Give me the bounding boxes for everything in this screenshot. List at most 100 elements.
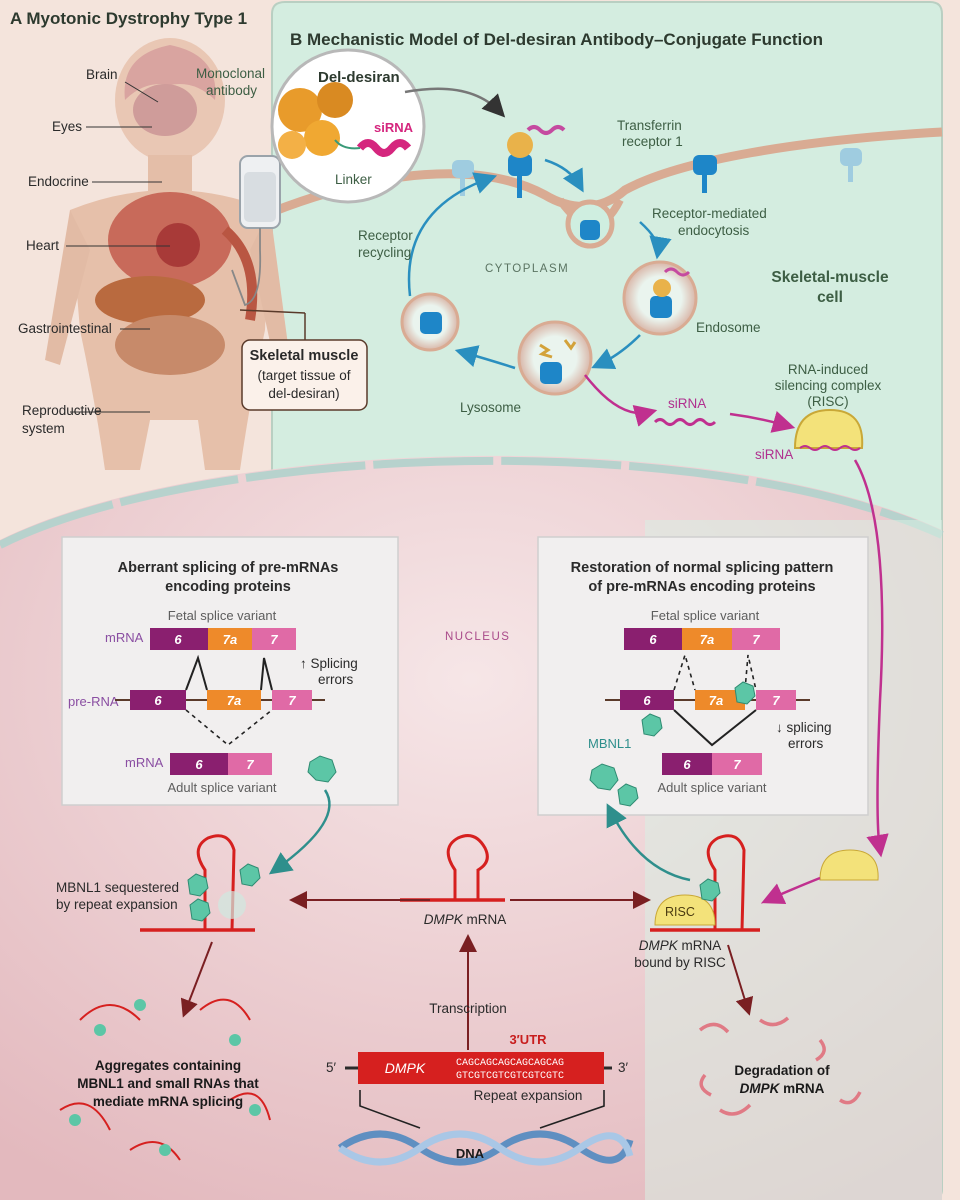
risc-label-2: silencing complex <box>775 378 882 393</box>
restoration-title-2: of pre-mRNAs encoding proteins <box>588 579 815 595</box>
right-fetal-exon7-label: 7 <box>752 632 760 647</box>
right-errors-label-1: ↓ splicing <box>776 720 832 735</box>
del-desiran-inset <box>270 48 426 204</box>
transferrin-receptor-icon <box>452 132 862 198</box>
left-mbnl1-protein <box>307 755 337 783</box>
dmpk-bound-label-2: bound by RISC <box>634 955 726 970</box>
endocytosis-label-1: Receptor-mediated <box>652 206 767 221</box>
dmpk-gene-box <box>358 1052 604 1084</box>
left-pre-exon7a-label: 7a <box>227 693 241 708</box>
left-fetal-label: Fetal splice variant <box>168 608 277 623</box>
left-fetal-exon7a <box>208 628 252 650</box>
nucleus-label: NUCLEUS <box>445 631 510 643</box>
receptor-sirna <box>526 125 566 135</box>
human-figure <box>45 38 290 470</box>
arrow-recycling <box>407 172 498 297</box>
right-pre-exon7-label: 7 <box>772 693 780 708</box>
dna-helix <box>337 1130 634 1166</box>
label-reproductive: Reproductive <box>22 403 102 418</box>
endosome-receptor <box>650 296 672 318</box>
right-fetal-label: Fetal splice variant <box>651 608 760 623</box>
arrow-mbnl1-to-hairpin <box>268 789 331 875</box>
label-eyes: Eyes <box>52 119 82 134</box>
left-fetal-exon6 <box>150 628 208 650</box>
callout-line3: del-desiran) <box>268 386 339 401</box>
lysosome <box>517 320 593 396</box>
recycling-receptor <box>420 312 442 334</box>
arrow-to-lysosome <box>591 334 641 370</box>
right-adult-exon7 <box>712 753 762 775</box>
callout-line2: (target tissue of <box>257 368 350 383</box>
recycling-label-1: Receptor <box>358 228 413 243</box>
left-errors-label-1: ↑ Splicing <box>300 656 358 671</box>
free-sirna <box>653 418 717 426</box>
label-reproductive-system: system <box>22 421 65 436</box>
left-pre-exon7 <box>272 690 312 710</box>
cytoplasm-label: CYTOPLASM <box>485 263 569 275</box>
arrow-risc-into-nucleus <box>853 459 889 858</box>
right-mbnl1-label: MBNL1 <box>588 736 631 751</box>
left-adult-exon6 <box>170 753 228 775</box>
right-fetal-exon6 <box>624 628 682 650</box>
right-pre-exon6-label: 6 <box>643 693 651 708</box>
repeat-seq-top: CAGCAGCAGCAGCAGCAG <box>456 1058 564 1069</box>
nuclear-risc <box>819 849 879 881</box>
right-adult-exon7-label: 7 <box>733 757 741 772</box>
right-pre-exon7a <box>695 690 745 710</box>
three-prime-label: 3′ <box>618 1060 629 1075</box>
left-mrna-label: mRNA <box>105 630 144 645</box>
left-prerna-label: pre-RNA <box>68 694 119 709</box>
linker-icon <box>334 139 361 150</box>
sequestered-label-2: by repeat expansion <box>56 897 178 912</box>
sirna-icon <box>356 139 412 157</box>
arrow-to-degradation <box>727 944 754 1016</box>
arrow-to-endosome <box>639 221 672 260</box>
dmpk-bound-label-1: DMPK mRNA <box>639 938 722 953</box>
right-bound-mbnl1 <box>734 681 756 705</box>
monoclonal-label-2: antibody <box>206 83 257 98</box>
degradation-label-2: DMPK mRNA <box>740 1081 825 1096</box>
left-pre-exon6-label: 6 <box>154 693 162 708</box>
right-adult-exon6 <box>662 753 712 775</box>
vesicle-receptor <box>580 220 600 240</box>
left-pre-exon7a <box>207 690 261 710</box>
utr-label: 3′UTR <box>509 1032 547 1047</box>
arrow-mbnl1-release <box>606 803 691 882</box>
lysosome-debris <box>538 339 577 359</box>
arrow-to-receptor <box>404 87 506 118</box>
risc-on-hairpin-label: RISC <box>665 905 695 919</box>
arrow-sirna-release <box>584 374 658 427</box>
iv-bag <box>231 155 281 307</box>
risc-label-1: RNA-induced <box>788 362 868 377</box>
left-adult-label: Adult splice variant <box>167 780 276 795</box>
left-mrna2-label: mRNA <box>125 755 164 770</box>
aggregates-label-1: Aggregates containing <box>95 1058 241 1073</box>
right-free-mbnl1 <box>641 713 663 737</box>
right-pre-exon6 <box>620 690 674 710</box>
aggregates-icon <box>59 998 271 1161</box>
dmpk-gene-label: DMPK <box>385 1060 426 1076</box>
gene-bracket <box>359 1090 605 1129</box>
aberrant-title-1: Aberrant splicing of pre-mRNAs <box>118 560 339 576</box>
recycling-label-2: recycling <box>358 245 411 260</box>
risc-bound-sirna <box>799 445 861 451</box>
left-adult-exon7-label: 7 <box>246 757 254 772</box>
antibody-icon <box>278 82 353 159</box>
repeat-expansion-label: Repeat expansion <box>474 1088 583 1103</box>
arrow-to-invagination <box>544 158 584 193</box>
tfr-label-2: receptor 1 <box>622 134 683 149</box>
nuclear-envelope <box>0 456 944 549</box>
left-fetal-exon7 <box>252 628 296 650</box>
left-pre-exon6 <box>130 690 186 710</box>
right-pre-exon7 <box>756 690 796 710</box>
tfr-label-1: Transferrin <box>617 118 682 133</box>
endocytosis-label-2: endocytosis <box>678 223 750 238</box>
released-mbnl1-a <box>589 763 619 791</box>
left-pre-exon7-label: 7 <box>288 693 296 708</box>
right-pre-exon7a-label: 7a <box>709 693 723 708</box>
left-splice-solid <box>185 654 273 691</box>
arrow-to-risc <box>729 411 796 433</box>
right-fetal-exon6-label: 6 <box>649 632 657 647</box>
left-splice-dashed <box>185 709 273 747</box>
lysosome-receptor <box>540 362 562 384</box>
